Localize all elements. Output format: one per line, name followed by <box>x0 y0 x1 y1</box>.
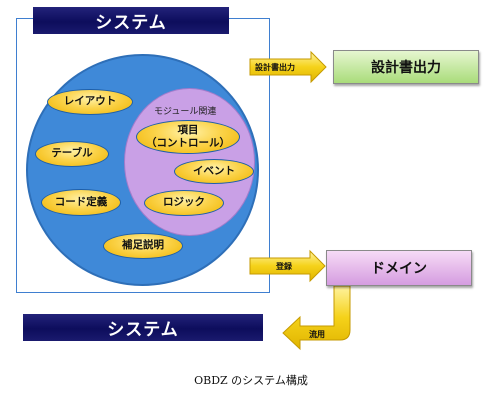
node-layout: レイアウト <box>47 89 133 115</box>
design-doc-output-box: 設計書出力 <box>333 50 479 84</box>
node-item-control: 項目 （コントロール） <box>136 120 240 154</box>
design-doc-arrow <box>249 50 327 84</box>
register-arrow-label: 登録 <box>276 262 292 271</box>
node-item-control-line2: （コントロール） <box>146 137 230 149</box>
reuse-arrow <box>282 285 351 351</box>
system-title-top: システム <box>33 7 229 34</box>
node-supplement: 補足説明 <box>103 233 183 259</box>
domain-box: ドメイン <box>326 250 472 286</box>
register-arrow <box>249 249 326 283</box>
node-logic: ロジック <box>144 190 224 216</box>
reuse-arrow-label: 流用 <box>309 330 325 339</box>
module-group-label: モジュール関連 <box>154 107 217 117</box>
system-title-bottom: システム <box>23 314 263 341</box>
node-code-definition: コード定義 <box>41 189 121 216</box>
figure-caption: OBDZ のシステム構成 <box>194 374 308 387</box>
design-doc-arrow-label: 設計書出力 <box>255 63 295 72</box>
node-item-control-line1: 項目 <box>177 123 199 136</box>
node-event: イベント <box>174 159 254 184</box>
node-table: テーブル <box>35 141 109 167</box>
